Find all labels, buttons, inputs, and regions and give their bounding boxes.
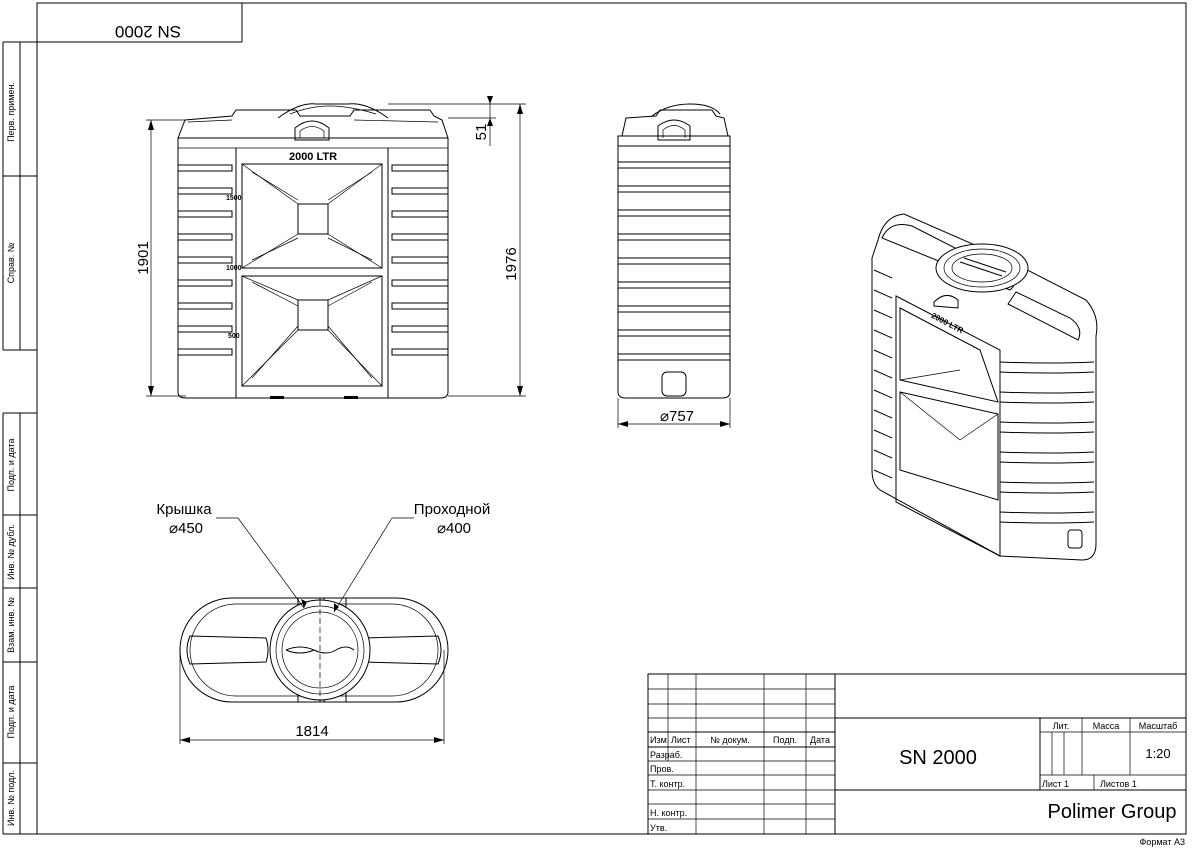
massa-label: Масса bbox=[1093, 721, 1120, 731]
hatch-diameter: ⌀400 bbox=[437, 520, 471, 537]
front-level-1000: 1000 bbox=[226, 265, 242, 272]
designation: SN 2000 bbox=[899, 747, 977, 769]
sheet-number: Лист 1 bbox=[1042, 779, 1069, 789]
strip-inv-podl: Инв. № подл. bbox=[6, 770, 16, 826]
strip-perv-primen: Перв. примен. bbox=[6, 82, 16, 142]
top-stamp: SN 2000 bbox=[37, 3, 243, 43]
dim-body-height: 1901 bbox=[135, 241, 152, 274]
strip-inv-dubl: Инв. № дубл. bbox=[6, 524, 16, 580]
hatch-label: Проходной bbox=[414, 501, 490, 518]
iso-view: 2000 LTR bbox=[871, 213, 1098, 561]
top-stamp-text: SN 2000 bbox=[115, 22, 181, 41]
col-podp: Подп. bbox=[773, 735, 797, 745]
strip-sprav-no: Справ. № bbox=[6, 242, 16, 283]
title-block: Изм. Лист № докум. Подп. Дата Разраб. Пр… bbox=[647, 673, 1187, 835]
lid-diameter: ⌀450 bbox=[169, 520, 203, 537]
front-level-500: 500 bbox=[228, 333, 240, 340]
dim-lid-height: 51 bbox=[473, 124, 490, 141]
side-strip: Перв. примен. Справ. № Подп. и дата Инв.… bbox=[2, 41, 37, 835]
dim-total-height: 1976 bbox=[503, 247, 520, 280]
dim-depth: ⌀757 bbox=[660, 408, 694, 425]
lit-label: Лит. bbox=[1053, 721, 1070, 731]
row-razrab: Разраб. bbox=[650, 750, 682, 760]
col-izm: Изм. bbox=[650, 735, 669, 745]
company-name: Polimer Group bbox=[1048, 801, 1177, 823]
lid-label: Крышка bbox=[156, 501, 212, 518]
front-level-1500: 1500 bbox=[226, 195, 242, 202]
strip-vzam-inv: Взам. инв. № bbox=[6, 597, 16, 653]
col-data: Дата bbox=[810, 735, 830, 745]
iso-capacity-label: 2000 LTR bbox=[930, 311, 965, 335]
row-tkontr: Т. контр. bbox=[650, 779, 685, 789]
masshtab-label: Масштаб bbox=[1139, 721, 1178, 731]
row-utv: Утв. bbox=[650, 823, 667, 833]
top-view: Крышка ⌀450 Проходной ⌀400 1814 bbox=[156, 501, 490, 744]
front-view: 2000 LTR 1500 1000 500 bbox=[135, 96, 526, 399]
col-dokum: № докум. bbox=[710, 735, 750, 745]
sheet-count: Листов 1 bbox=[1100, 779, 1137, 789]
scale-value: 1:20 bbox=[1145, 746, 1170, 761]
row-prov: Пров. bbox=[650, 764, 674, 774]
sheet-frame bbox=[36, 2, 1187, 835]
strip-podp-data-1: Подп. и дата bbox=[6, 438, 16, 491]
strip-podp-data-2: Подп. и дата bbox=[6, 685, 16, 738]
format-label: Формат А3 bbox=[1140, 837, 1185, 847]
side-view: ⌀757 bbox=[617, 103, 731, 428]
dim-length: 1814 bbox=[295, 723, 328, 740]
col-list: Лист bbox=[671, 735, 691, 745]
front-capacity-label: 2000 LTR bbox=[289, 151, 337, 163]
row-nkontr: Н. контр. bbox=[650, 808, 687, 818]
